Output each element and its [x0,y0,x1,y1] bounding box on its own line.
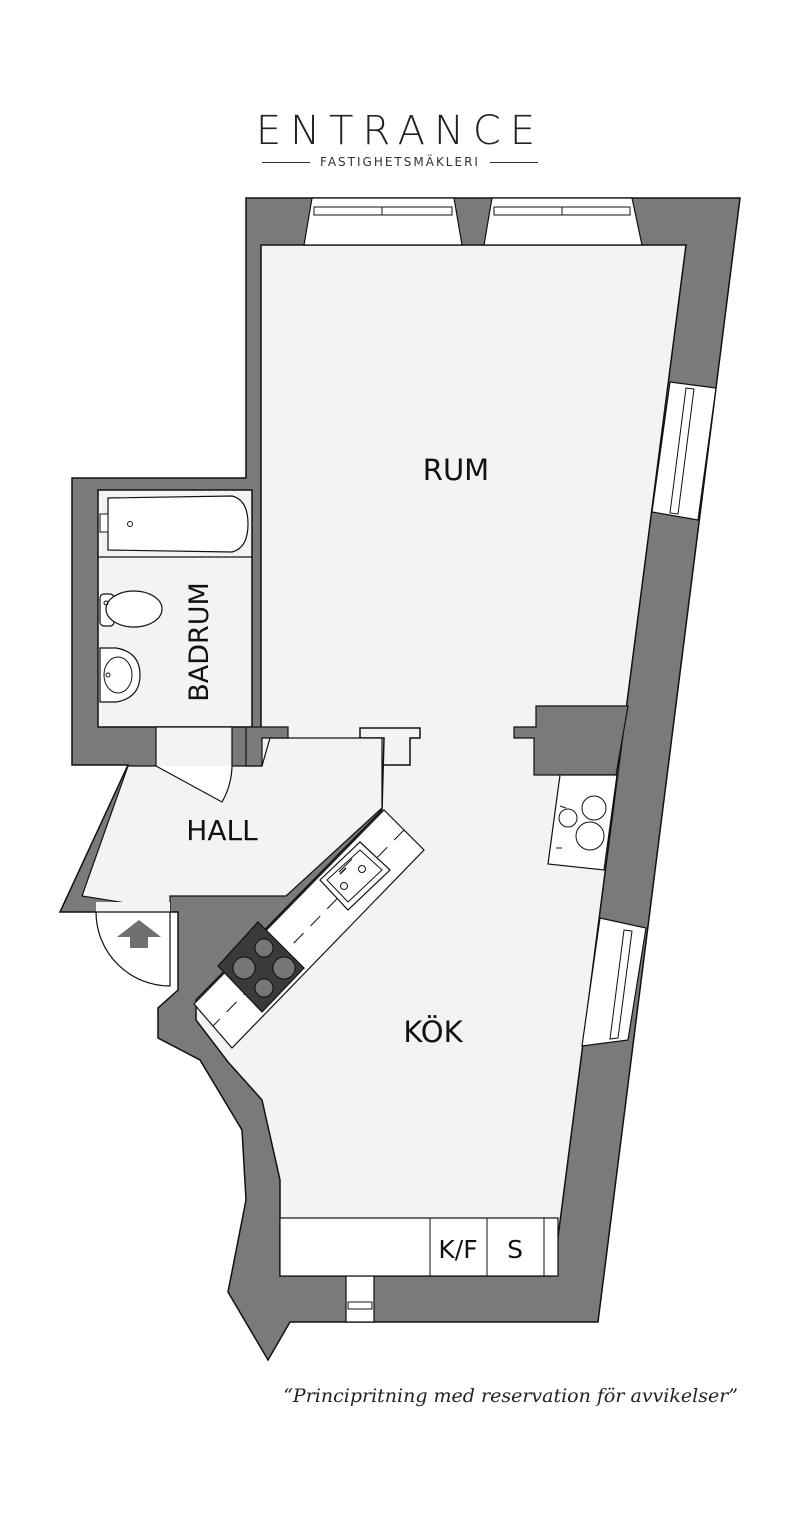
brand-subtitle: FASTIGHETSMÄKLERI [320,155,480,169]
window-top-left [303,197,463,246]
window-right-upper [651,381,717,521]
toilet-icon [99,590,163,628]
washbasin-icon [99,647,141,703]
entrance-arrow-icon [117,920,161,948]
bathtub-icon [98,495,252,558]
sink-icon [319,841,391,911]
label-kok: KÖK [403,1015,463,1049]
label-hall: HALL [186,814,258,847]
label-badrum: BADRUM [184,582,215,702]
kitchen-counter [193,809,425,1049]
badrum-door[interactable] [155,765,233,803]
label-rum: RUM [423,453,489,487]
entrance-door[interactable] [95,902,171,987]
brand-logo-text: ENTRANCE [255,108,545,154]
brand-divider-right [489,161,538,163]
label-kf: K/F [438,1235,477,1264]
window-bottom [345,1275,375,1323]
window-top-right [483,197,643,246]
stove-icon [217,921,305,1013]
brand-divider-left [262,161,311,163]
window-right-lower [581,917,647,1047]
label-s: S [507,1235,523,1264]
disclaimer-text: “Principritning med reservation för avvi… [283,1385,738,1407]
wall-stub-left [245,726,289,767]
hob-icon [547,774,618,871]
bottom-counter [279,1217,559,1277]
brand-subtitle-row: FASTIGHETSMÄKLERI [0,155,800,169]
